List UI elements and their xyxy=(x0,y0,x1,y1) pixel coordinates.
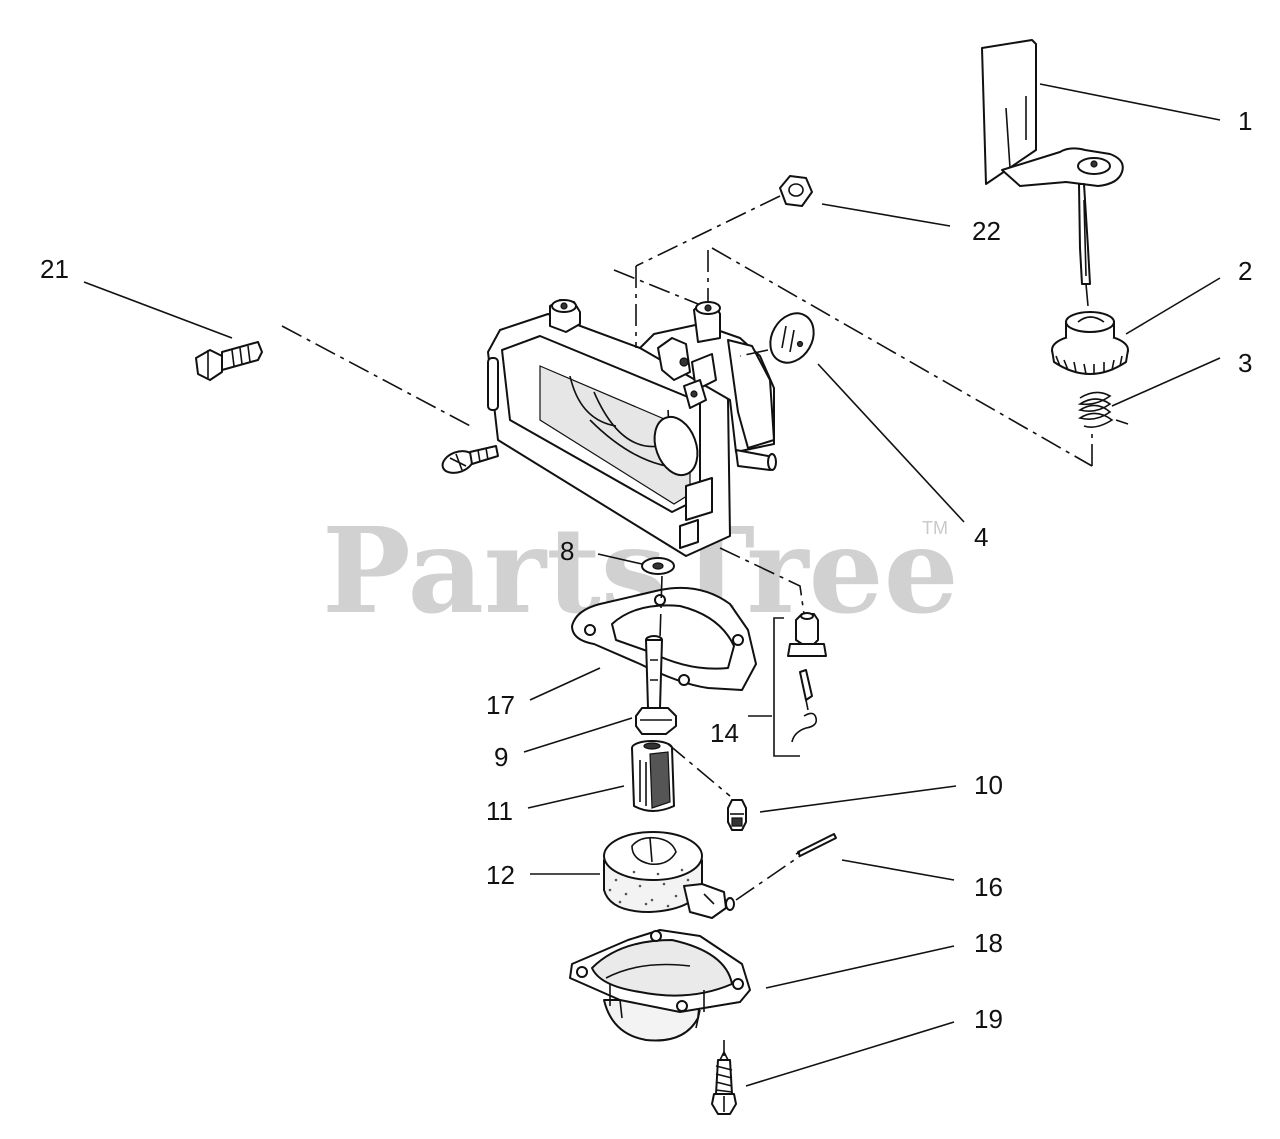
part-1-choke-shaft xyxy=(981,39,1124,285)
callout-17: 17 xyxy=(486,690,515,720)
part-11-screen xyxy=(631,740,675,812)
callout-2: 2 xyxy=(1238,256,1252,286)
callout-4: 4 xyxy=(974,522,988,552)
callout-9: 9 xyxy=(494,742,508,772)
callout-8: 8 xyxy=(560,536,574,566)
callout-16: 16 xyxy=(974,872,1003,902)
part-9-jet-tube xyxy=(635,635,677,735)
callout-labels: 1 2 3 4 8 9 10 11 12 14 16 17 18 19 21 2… xyxy=(40,106,1252,1034)
callout-18: 18 xyxy=(974,928,1003,958)
callout-14: 14 xyxy=(710,718,739,748)
callout-11: 11 xyxy=(486,796,513,826)
part-8-washer xyxy=(641,557,675,575)
part-21-bolt xyxy=(195,341,263,381)
part-4-plug xyxy=(769,312,815,364)
carburetor-body xyxy=(487,299,777,557)
part-14-needle-kit xyxy=(787,612,827,743)
callout-10: 10 xyxy=(974,770,1003,800)
bowl-screw-left xyxy=(441,445,499,474)
part-17-gasket xyxy=(571,586,757,691)
alignment-lines xyxy=(281,195,1093,1056)
part-22-nut xyxy=(779,175,813,207)
callout-22: 22 xyxy=(972,216,1001,246)
callout-1: 1 xyxy=(1238,106,1252,136)
part-2-gear xyxy=(1051,311,1129,375)
part-16-pin xyxy=(795,833,837,857)
part-14-bracket xyxy=(773,617,800,757)
callout-21: 21 xyxy=(40,254,69,284)
part-19-screw xyxy=(711,1050,737,1115)
leader-lines xyxy=(83,83,1221,1087)
part-12-float xyxy=(603,831,735,919)
callout-3: 3 xyxy=(1238,348,1252,378)
watermark-trademark: TM xyxy=(922,518,948,538)
part-18-bowl xyxy=(569,929,751,1042)
callout-12: 12 xyxy=(486,860,515,890)
part-3-spring xyxy=(1077,391,1114,428)
callout-19: 19 xyxy=(974,1004,1003,1034)
part-10-small-jet xyxy=(727,799,747,831)
